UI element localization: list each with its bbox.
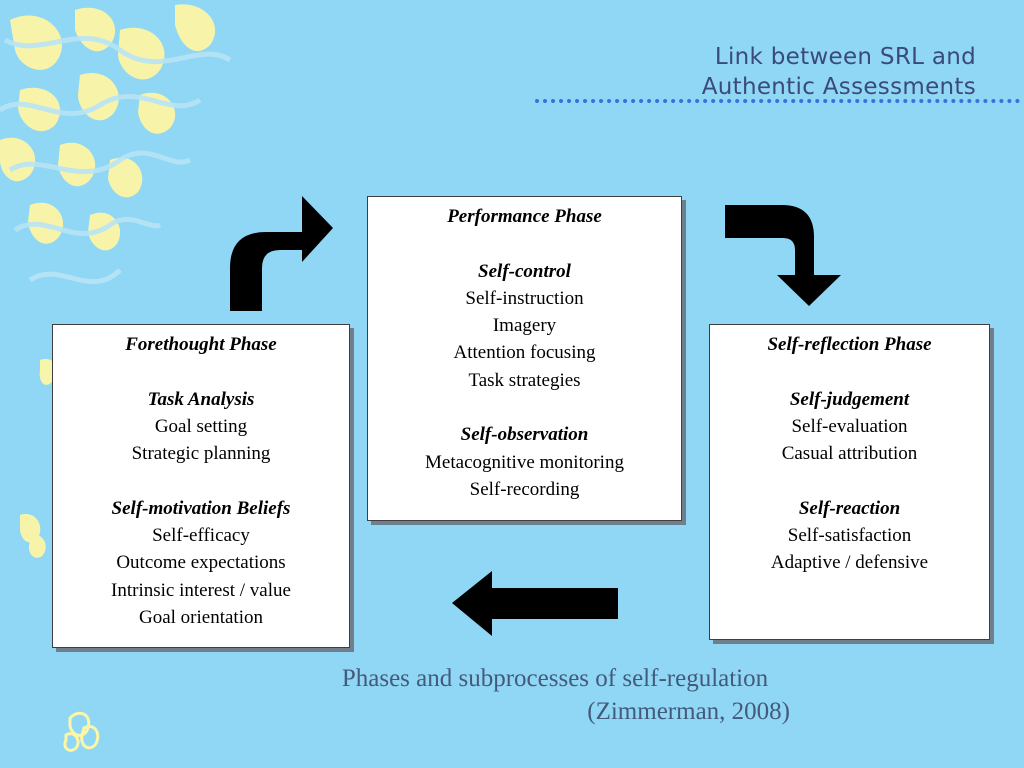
list-item: Outcome expectations	[116, 552, 286, 574]
task-analysis-heading: Task Analysis	[147, 388, 255, 410]
forethought-phase-heading: Forethought Phase	[125, 334, 277, 355]
caption-line-1: Phases and subprocesses of self-regulati…	[341, 665, 769, 692]
list-item: Intrinsic interest / value	[111, 579, 291, 601]
list-item: Self-satisfaction	[787, 525, 912, 547]
slide-title-line-1: Link between SRL and	[714, 44, 976, 70]
list-item: Self-recording	[469, 478, 580, 500]
list-item: Casual attribution	[781, 443, 918, 465]
forethought-phase-box: Forethought Phase Task Analysis Goal set…	[52, 324, 350, 648]
list-item: Goal setting	[154, 415, 248, 437]
list-item: Adaptive / defensive	[770, 552, 929, 574]
performance-phase-heading: Performance Phase	[447, 206, 602, 227]
list-item: Metacognitive monitoring	[425, 451, 624, 473]
self-observation-heading: Self-observation	[460, 424, 589, 446]
performance-phase-box: Performance Phase Self-control Self-inst…	[367, 196, 682, 521]
self-control-heading: Self-control	[478, 260, 571, 282]
slide-title-line-2: Authentic Assessments	[701, 74, 976, 100]
list-item: Goal orientation	[139, 606, 263, 628]
list-item: Strategic planning	[131, 443, 271, 465]
diagram-caption: Phases and subprocesses of self-regulati…	[300, 662, 810, 728]
self-judgement-heading: Self-judgement	[789, 388, 910, 410]
list-item: Imagery	[492, 315, 557, 337]
self-motivation-beliefs-heading: Self-motivation Beliefs	[111, 497, 291, 519]
self-reflection-phase-box: Self-reflection Phase Self-judgement Sel…	[709, 324, 990, 640]
slide-title: Link between SRL and Authentic Assessmen…	[456, 42, 976, 102]
title-dotted-rule	[535, 99, 1020, 103]
list-item: Self-evaluation	[791, 415, 908, 437]
caption-citation: (Zimmerman, 2008)	[587, 698, 790, 725]
list-item: Task strategies	[468, 369, 581, 391]
floral-decoration	[0, 4, 232, 752]
self-reaction-heading: Self-reaction	[798, 497, 901, 519]
list-item: Self-efficacy	[152, 525, 250, 547]
list-item: Attention focusing	[453, 342, 596, 364]
list-item: Self-instruction	[465, 287, 584, 309]
self-reflection-phase-heading: Self-reflection Phase	[767, 334, 932, 355]
